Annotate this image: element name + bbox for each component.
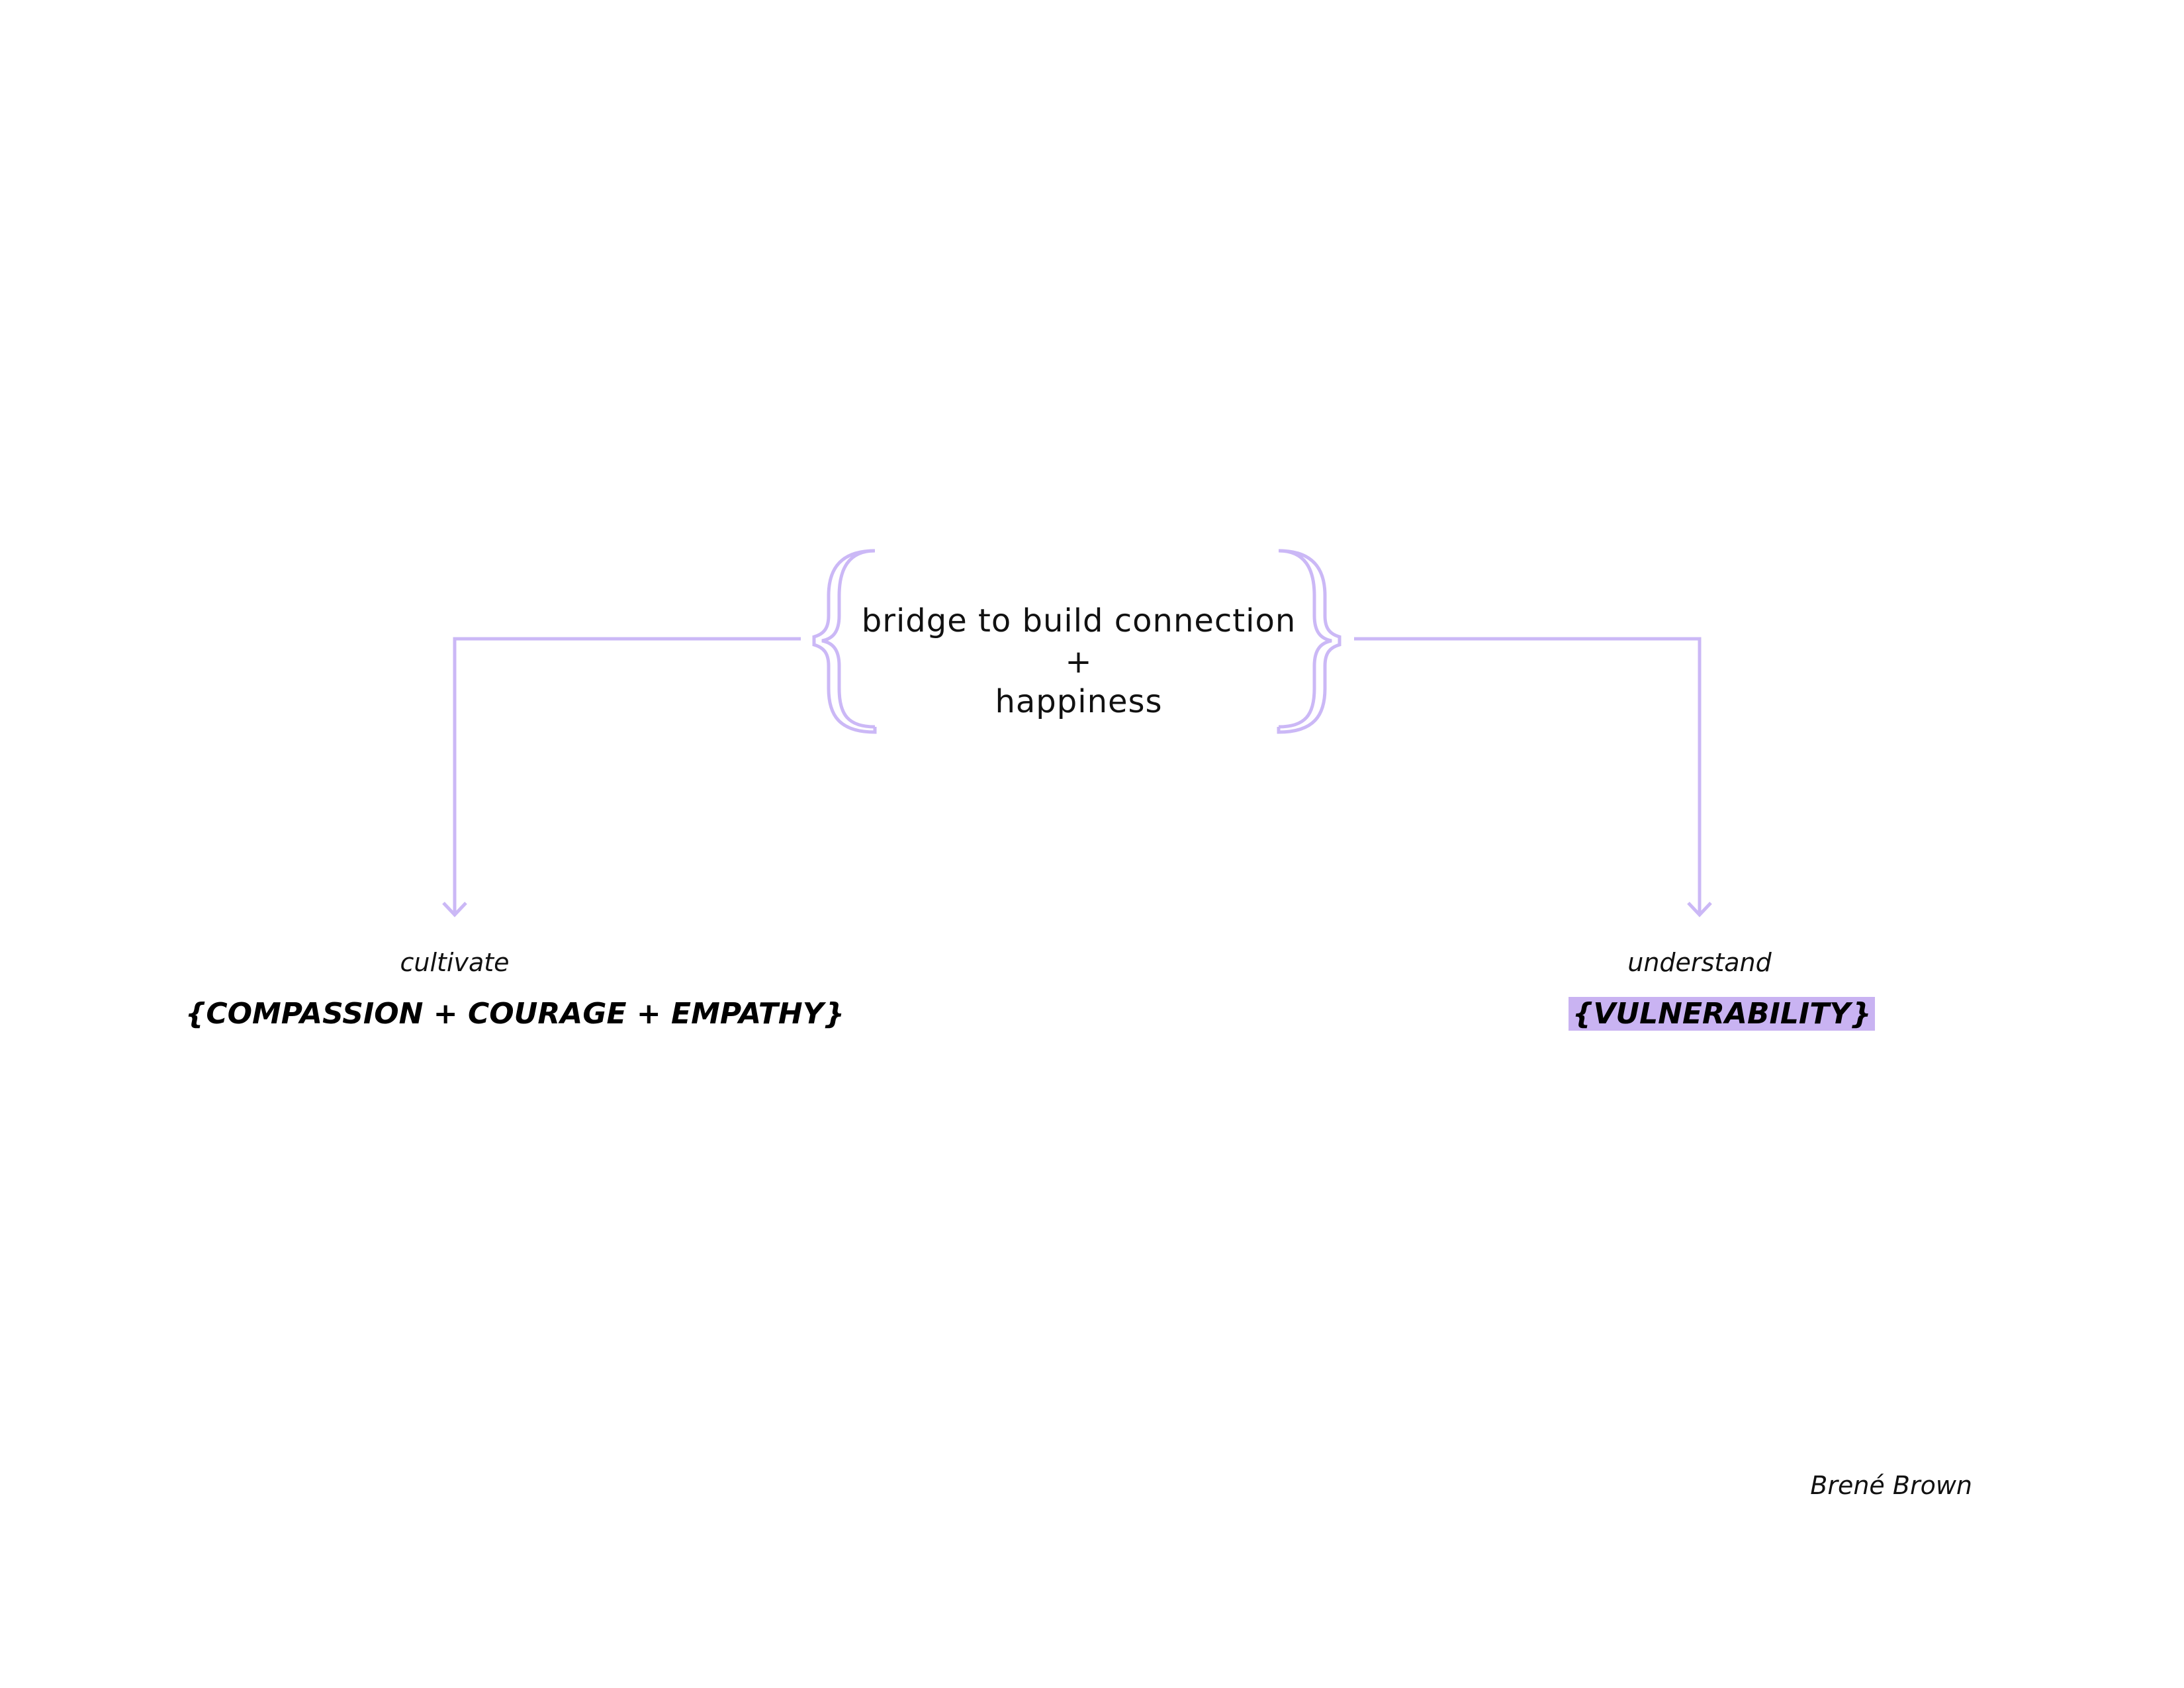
right-curly-brace-outer bbox=[1277, 549, 1342, 734]
center-title-plus: + bbox=[1065, 643, 1093, 680]
author-credit: Brené Brown bbox=[1810, 1471, 1972, 1500]
left-curly-brace-outer bbox=[812, 549, 877, 734]
left-arrow-head bbox=[442, 902, 467, 917]
left-verb-label: cultivate bbox=[400, 948, 510, 977]
vulnerability-highlight: {VULNERABILITY} bbox=[1569, 997, 1876, 1031]
left-concept-label: {COMPASSION + COURAGE + EMPATHY} bbox=[185, 997, 844, 1031]
right-arrow-head bbox=[1687, 902, 1712, 917]
right-verb-label: understand bbox=[1627, 948, 1772, 977]
right-curly-brace bbox=[1278, 549, 1332, 729]
left-curly-brace bbox=[821, 549, 876, 729]
left-connector-line bbox=[453, 637, 801, 915]
center-title-line-3: happiness bbox=[995, 683, 1163, 720]
right-connector-line bbox=[1354, 637, 1702, 915]
right-concept-label: {VULNERABILITY} bbox=[1569, 997, 1876, 1031]
center-title-line-1: bridge to build connection bbox=[861, 602, 1297, 639]
